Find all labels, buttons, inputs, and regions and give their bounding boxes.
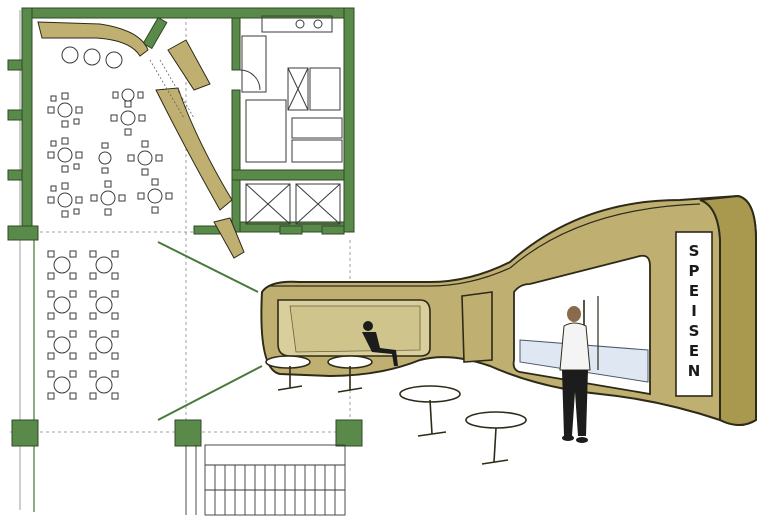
plan-tables-upper-right: [90, 88, 173, 216]
seated-person: [362, 321, 398, 366]
standing-person: [559, 306, 591, 443]
niche-tables: [265, 355, 373, 393]
plan-stairs: [185, 444, 346, 516]
sign-text: S P E I S E N: [688, 242, 701, 380]
left-niche-inner: [289, 305, 421, 353]
sign-letter: P: [689, 262, 700, 280]
sign-letter: I: [691, 302, 697, 320]
counter-front-face: [699, 194, 757, 426]
plan-bar-counter: [37, 21, 245, 259]
sign-letter: S: [689, 322, 700, 340]
plan-bar-stools: [61, 46, 123, 69]
plan-walls: [7, 7, 363, 447]
floor-plan: [7, 7, 363, 516]
sign-panel: [675, 231, 713, 397]
projection-lines: [157, 241, 263, 421]
plan-tables-upper-left: [47, 92, 83, 218]
middle-pillar: [461, 291, 493, 363]
sign-letter: E: [689, 282, 699, 300]
plan-tables-lower: [47, 250, 119, 400]
perspective-sketch: S P E I S E N: [260, 194, 757, 465]
sign-letter: N: [688, 362, 701, 380]
counter-top-rim: [270, 203, 701, 287]
plan-kitchen: [239, 15, 343, 225]
sign-letter: E: [689, 342, 699, 360]
foreground-tables: [399, 385, 527, 465]
sign-letter: S: [689, 242, 700, 260]
